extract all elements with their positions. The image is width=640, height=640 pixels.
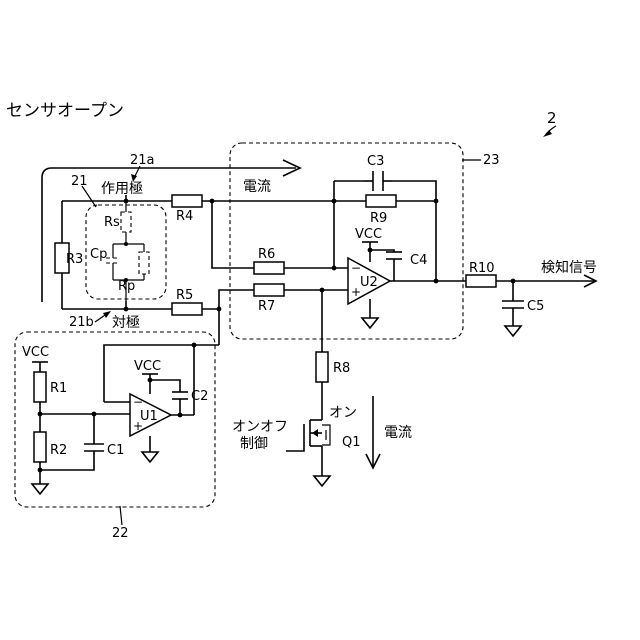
label-vcc-u2: VCC	[355, 227, 382, 242]
resistor-r5	[172, 303, 202, 315]
resistor-r9	[366, 195, 396, 207]
label-23: 23	[483, 153, 500, 168]
counter-electrode-label: 対極	[112, 315, 140, 331]
figure-ref-arrow	[543, 126, 556, 137]
label-c3: C3	[367, 154, 384, 169]
label-r9: R9	[370, 211, 387, 226]
label-u2: U2	[360, 275, 378, 290]
label-q1: Q1	[342, 435, 361, 450]
resistor-r7	[254, 284, 284, 296]
ground-c5	[505, 326, 521, 336]
label-c1: C1	[107, 443, 124, 458]
resistor-r10	[466, 275, 496, 287]
resistor-r1	[34, 372, 46, 402]
label-c5: C5	[527, 299, 544, 314]
label-c2: C2	[191, 389, 208, 404]
leader-22	[120, 506, 122, 525]
diagram-title: センサオープン	[6, 101, 124, 121]
leader-21	[82, 186, 96, 207]
working-electrode-label: 作用極	[101, 181, 143, 197]
resistor-r8	[316, 352, 328, 382]
detection-signal-label: 検知信号	[541, 259, 597, 276]
label-21: 21	[71, 174, 88, 189]
label-r3: R3	[66, 252, 83, 267]
resistor-r2	[34, 432, 46, 462]
label-c4: C4	[410, 253, 427, 268]
current-label-top: 電流	[243, 179, 271, 195]
transistor-q1	[286, 382, 330, 476]
ground-r2	[32, 484, 48, 494]
label-r4: R4	[176, 209, 193, 224]
capacitor-c1	[84, 444, 104, 451]
label-r2: R2	[50, 443, 67, 458]
current-arrow-down	[366, 396, 380, 468]
current-label-right: 電流	[384, 425, 412, 441]
svg-text:−: −	[351, 261, 361, 275]
label-rs: Rs	[104, 215, 120, 230]
label-u1: U1	[140, 409, 158, 424]
ground-u1	[142, 452, 158, 462]
figure-ref: 2	[547, 109, 557, 127]
label-vcc-u1: VCC	[134, 359, 161, 374]
label-r7: R7	[258, 299, 275, 314]
capacitor-c2	[172, 392, 188, 399]
ground-u2	[362, 318, 378, 328]
switch-on-label: オン	[329, 405, 357, 421]
ground-q1	[314, 476, 330, 486]
capacitor-c3	[364, 171, 392, 191]
label-r6: R6	[258, 247, 275, 262]
on-off-label-1: オンオフ	[232, 419, 288, 435]
capacitor-c4	[386, 252, 402, 268]
label-r10: R10	[469, 261, 495, 276]
label-21a: 21a	[130, 153, 155, 168]
label-r1: R1	[50, 381, 67, 396]
label-22: 22	[112, 526, 129, 541]
label-r5: R5	[176, 288, 193, 303]
label-r8: R8	[333, 361, 350, 376]
resistor-r4	[172, 195, 202, 207]
label-cp: Cp	[90, 247, 107, 262]
svg-text:−: −	[133, 395, 143, 409]
on-off-label-2: 制御	[240, 436, 268, 452]
label-rp: Rp	[118, 279, 135, 294]
resistor-r6	[254, 262, 284, 274]
label-vcc-r1: VCC	[22, 345, 49, 360]
label-21b: 21b	[69, 315, 94, 330]
